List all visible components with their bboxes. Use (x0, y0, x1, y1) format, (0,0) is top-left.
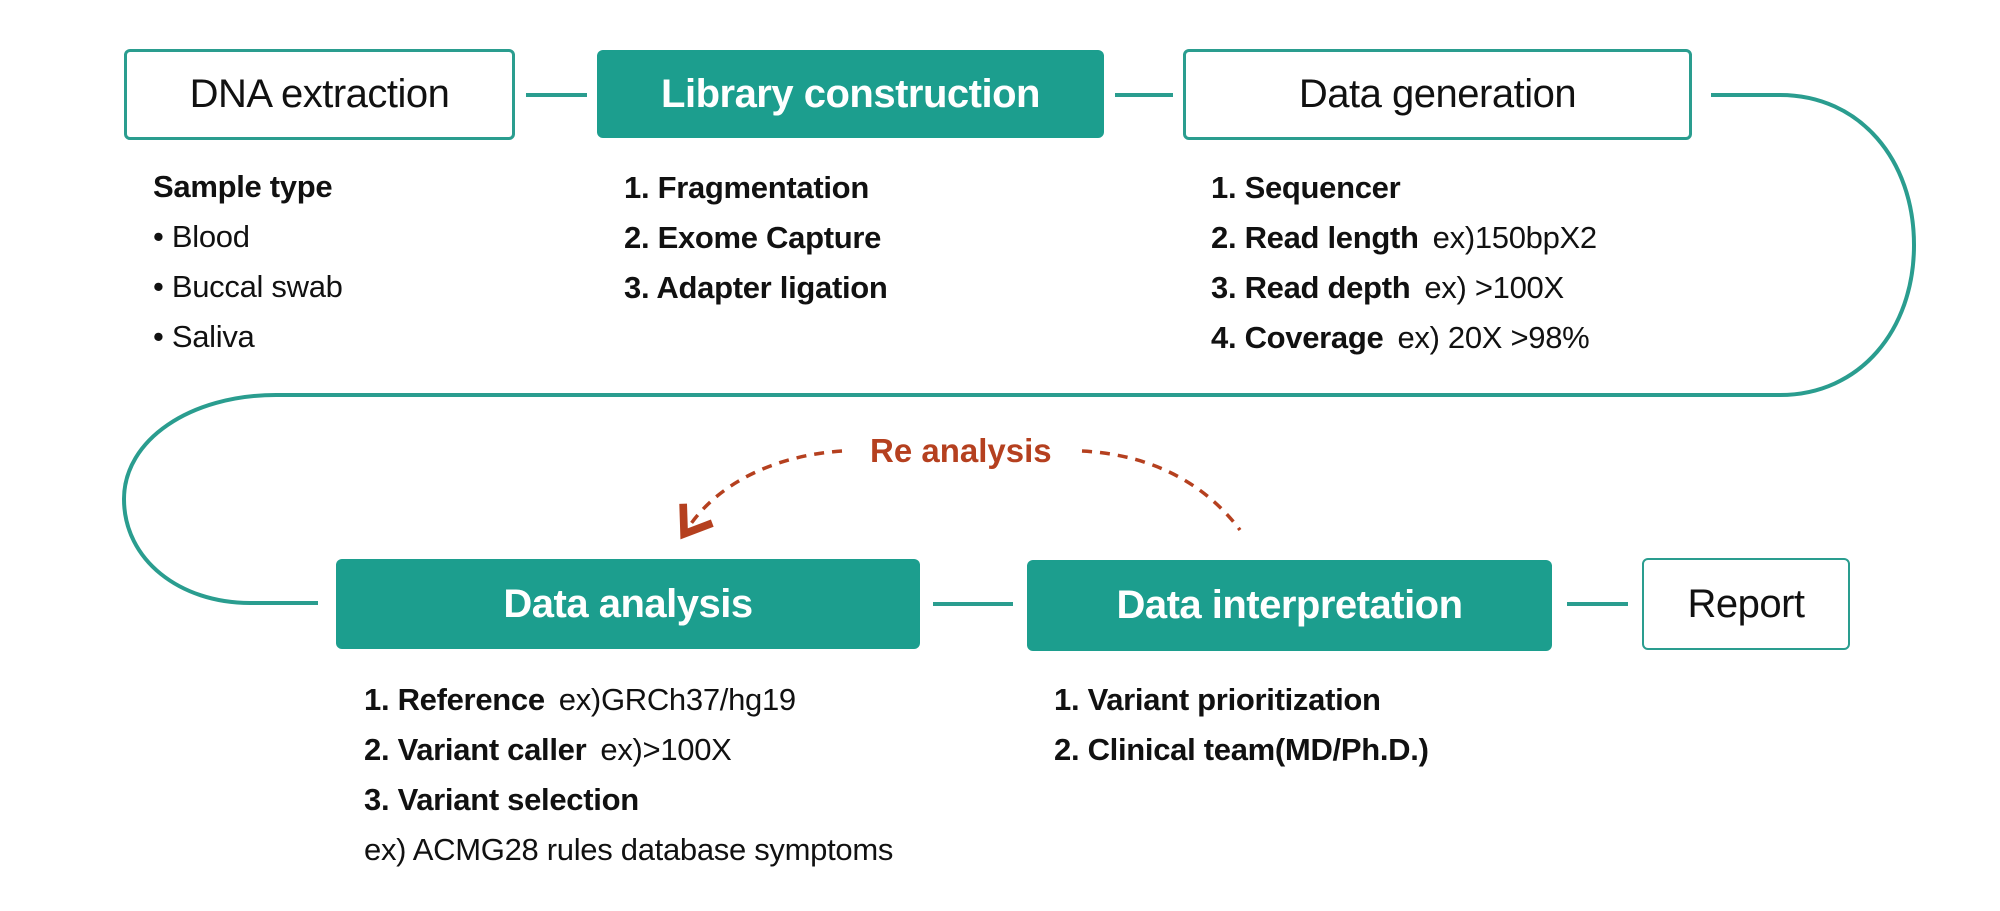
step-library-construction: Library construction (597, 50, 1104, 138)
list-item: 3. Adapter ligation (624, 270, 888, 305)
step-data-analysis: Data analysis (336, 559, 920, 649)
reanalysis-arrow-right (1081, 449, 1242, 532)
list-item: 1. Variant prioritization (1054, 682, 1381, 717)
step-title: Report (1687, 581, 1805, 626)
connector-generation-analysis (121, 93, 1917, 605)
step-title: Data analysis (503, 581, 753, 626)
step-report: Report (1642, 558, 1850, 650)
step-title: Library construction (661, 71, 1040, 116)
list-item: 2. Clinical team(MD/Ph.D.) (1054, 732, 1429, 767)
library-construction-details: 1. Fragmentation 2. Exome Capture 3. Ada… (624, 163, 888, 313)
list-item: 3. Variant selection (364, 782, 639, 817)
list-item: • Blood (153, 219, 250, 254)
list-item: 1. Sequencer (1211, 170, 1401, 205)
analysis-note: ex) ACMG28 rules database symptoms (364, 832, 894, 867)
sample-type-heading: Sample type (153, 169, 333, 204)
step-title: Data generation (1298, 72, 1577, 116)
step-data-generation: Data generation (1183, 49, 1692, 140)
reanalysis-arrow-left (679, 449, 843, 540)
list-item: • Saliva (153, 319, 255, 354)
step-dna-extraction: DNA extraction (124, 49, 515, 140)
step-data-interpretation: Data interpretation (1027, 560, 1552, 651)
data-interpretation-details: 1. Variant prioritization 2. Clinical te… (1054, 675, 1429, 775)
list-item: 1. Fragmentation (624, 170, 869, 205)
step-title: Data interpretation (1116, 583, 1463, 627)
reanalysis-label: Re analysis (870, 432, 1052, 469)
step-title: DNA extraction (189, 72, 450, 116)
dna-extraction-details: Sample type • Blood • Buccal swab • Sali… (153, 162, 343, 362)
list-item: • Buccal swab (153, 269, 343, 304)
list-item: 2. Exome Capture (624, 220, 882, 255)
